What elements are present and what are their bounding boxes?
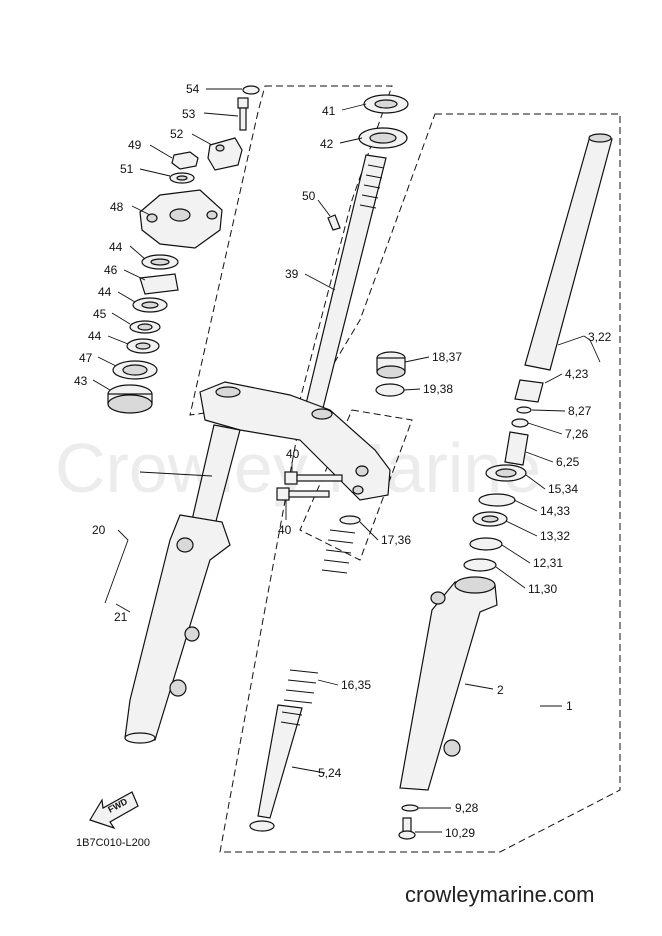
callout-40-b: 40 <box>278 523 292 537</box>
nut-49 <box>171 151 199 170</box>
callout-5-24: 5,24 <box>318 766 342 780</box>
callout-48: 48 <box>110 200 124 214</box>
callout-50: 50 <box>302 189 316 203</box>
fork-right-outline <box>219 113 621 853</box>
callout-6-25: 6,25 <box>556 455 580 469</box>
washer-12 <box>469 537 503 551</box>
callout-52: 52 <box>170 127 184 141</box>
spring-16 <box>283 669 319 704</box>
outer-tube-2 <box>399 576 498 791</box>
callout-18-37: 18,37 <box>432 350 462 364</box>
bolt-40-upper <box>284 471 343 485</box>
callout-44-a: 44 <box>109 240 123 254</box>
callout-45: 45 <box>93 307 107 321</box>
washer-51 <box>169 172 195 184</box>
damper-outline <box>299 409 413 561</box>
race-42 <box>358 127 408 149</box>
bearing-47 <box>112 360 158 380</box>
callout-20: 20 <box>92 523 106 537</box>
clip-8 <box>516 406 532 414</box>
handle-crown-48 <box>139 189 223 249</box>
callout-53: 53 <box>182 107 196 121</box>
spring-upper-17 <box>321 529 356 574</box>
drawing-code: 1B7C010-L200 <box>76 837 150 849</box>
callout-19-38: 19,38 <box>423 382 453 396</box>
callout-16-35: 16,35 <box>341 678 371 692</box>
callout-40-a: 40 <box>286 447 300 461</box>
bolt-10 <box>398 817 416 840</box>
callout-44-c: 44 <box>88 329 102 343</box>
callout-14-33: 14,33 <box>540 504 570 518</box>
callout-17-36: 17,36 <box>381 533 411 547</box>
bushing-7 <box>511 418 529 428</box>
callout-39: 39 <box>285 267 299 281</box>
washer-46 <box>139 273 179 295</box>
callout-3-22: 3,22 <box>588 330 612 344</box>
bearing-41 <box>363 94 409 114</box>
nut-44-a <box>141 254 179 270</box>
steering-stem-39 <box>304 154 387 413</box>
seal-13 <box>472 511 508 527</box>
callout-21: 21 <box>114 610 128 624</box>
outer-tube-21 <box>124 514 231 744</box>
callout-7-26: 7,26 <box>565 427 589 441</box>
callout-1: 1 <box>566 699 573 713</box>
nut-44-c <box>126 338 160 354</box>
callout-10-29: 10,29 <box>445 826 475 840</box>
callout-51: 51 <box>120 162 134 176</box>
footer-site[interactable]: crowleymarine.com <box>405 882 595 907</box>
callout-42: 42 <box>320 137 334 151</box>
pin-50 <box>327 214 341 231</box>
under-bracket <box>199 381 391 501</box>
callout-12-31: 12,31 <box>533 556 563 570</box>
callout-15-34: 15,34 <box>548 482 578 496</box>
collar-6 <box>504 431 529 466</box>
callout-41: 41 <box>322 104 336 118</box>
clip-14 <box>478 493 516 507</box>
callout-54: 54 <box>186 82 200 96</box>
callout-43: 43 <box>74 374 88 388</box>
callout-4-23: 4,23 <box>565 367 589 381</box>
cap-bolt-18 <box>376 351 406 379</box>
bolt-40-lower <box>276 487 330 501</box>
guide-11 <box>463 558 497 572</box>
washer-45 <box>129 320 161 334</box>
oring-19 <box>375 383 405 397</box>
callout-47: 47 <box>79 351 93 365</box>
leader-lines <box>92 88 601 833</box>
callout-44-b: 44 <box>98 285 112 299</box>
callout-49: 49 <box>128 138 142 152</box>
cap-54 <box>242 85 260 95</box>
nut-44-b <box>132 297 168 313</box>
bushing-4 <box>514 379 544 403</box>
washer-17 <box>339 515 361 525</box>
bolt-53 <box>237 97 249 131</box>
callout-2: 2 <box>497 683 504 697</box>
callout-46: 46 <box>104 263 118 277</box>
washer-9 <box>401 804 419 812</box>
callout-11-30: 11,30 <box>528 582 557 596</box>
clamp-52 <box>207 137 243 171</box>
race-43 <box>107 384 153 414</box>
callout-9-28: 9,28 <box>455 801 479 815</box>
callout-8-27: 8,27 <box>568 404 592 418</box>
inner-tube-3 <box>524 133 613 371</box>
fwd-arrow-icon: FWD <box>89 791 139 830</box>
damper-rod-5 <box>249 704 303 832</box>
seal-15 <box>485 464 527 482</box>
callout-13-32: 13,32 <box>540 529 570 543</box>
